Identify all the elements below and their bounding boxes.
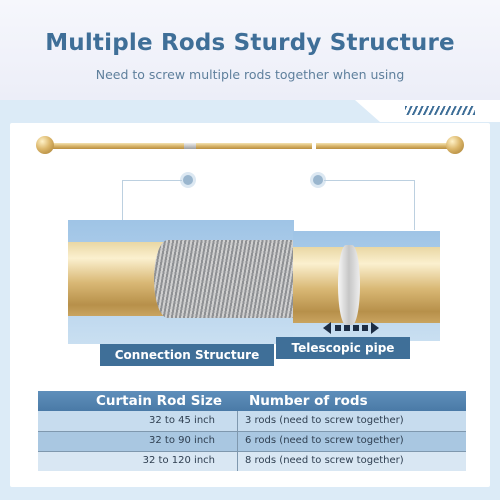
telescopic-leader-h [324, 180, 414, 181]
curtain-rod [50, 143, 450, 149]
right-finial [446, 136, 464, 154]
connection-caption: Connection Structure [100, 344, 274, 366]
row-size: 32 to 90 inch [149, 435, 215, 446]
connection-pointer-dot [183, 175, 193, 185]
connection-leader-v [122, 180, 123, 220]
row-divider-2 [38, 451, 466, 452]
left-finial [36, 136, 54, 154]
telescopic-pointer-dot [313, 175, 323, 185]
telescopic-ring [338, 245, 360, 325]
row-rods: 6 rods (need to screw together) [245, 435, 404, 446]
table-row: 32 to 120 inch 8 rods (need to screw tog… [38, 451, 466, 471]
connection-structure-photo [68, 220, 294, 344]
telescopic-tube [293, 247, 440, 323]
row-rods: 3 rods (need to screw together) [245, 415, 404, 426]
row-size: 32 to 45 inch [149, 415, 215, 426]
size-table-header: Curtain Rod Size Number of rods [38, 391, 466, 411]
decorative-stripes [405, 106, 475, 115]
connection-leader-h [122, 180, 182, 181]
row-rods: 8 rods (need to screw together) [245, 455, 404, 466]
row-size: 32 to 120 inch [142, 455, 215, 466]
rod-joint-telescopic [312, 143, 316, 149]
double-arrow-icon [323, 320, 379, 336]
page-title: Multiple Rods Sturdy Structure [45, 30, 455, 56]
telescopic-leader-v [414, 180, 415, 230]
header-number-of-rods: Number of rods [249, 393, 368, 409]
telescopic-pipe-photo [293, 231, 440, 341]
thread-section [154, 240, 294, 318]
table-row: 32 to 45 inch 3 rods (need to screw toge… [38, 411, 466, 431]
table-row: 32 to 90 inch 6 rods (need to screw toge… [38, 431, 466, 451]
table-column-divider [237, 411, 238, 471]
rod-joint-connection [184, 143, 196, 149]
telescopic-caption: Telescopic pipe [276, 337, 410, 359]
row-divider-1 [38, 431, 466, 432]
page-subtitle: Need to screw multiple rods together whe… [95, 67, 405, 82]
header-curtain-rod-size: Curtain Rod Size [96, 393, 223, 409]
header-banner [0, 0, 500, 100]
